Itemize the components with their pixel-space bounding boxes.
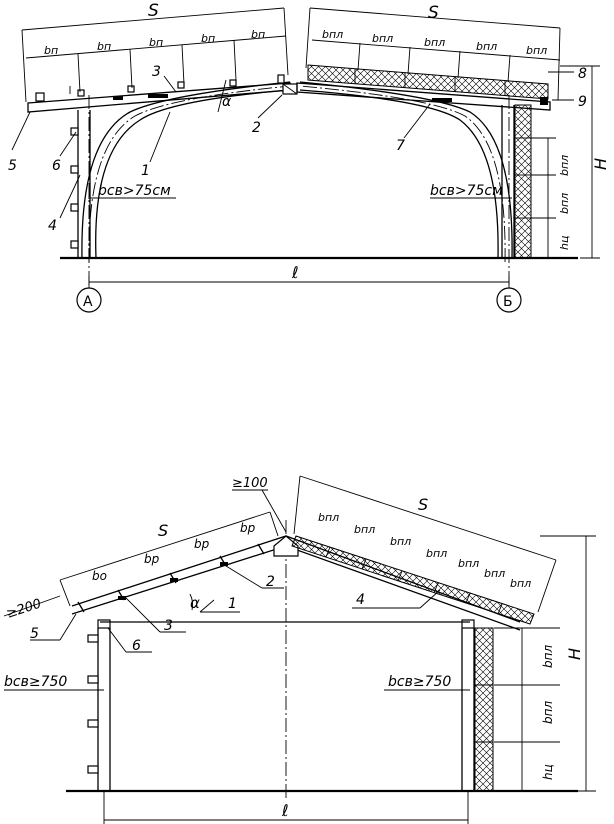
top-right-panel-dimensions: bпл bпл bпл bпл bпл <box>311 28 561 83</box>
top-arched-frame-drawing: S bп bп bп bп bп S bп <box>8 1 610 313</box>
bottom-angle-label: α <box>190 594 200 612</box>
bottom-right-roof-panels <box>291 535 535 625</box>
bottom-left-slope-label: S <box>158 521 168 540</box>
bottom-gable-frame-drawing: S bо bр bр bр S bпл bпл bпл bпл bпл bпл … <box>3 475 596 824</box>
bottom-right-panel-label-7: bпл <box>510 577 531 590</box>
top-ridge-node <box>282 83 298 95</box>
top-right-wall-dimensions: bпл bпл hц H <box>530 65 610 259</box>
top-callout-3: 3 <box>152 64 161 80</box>
top-wall-dim-2: bпл <box>558 193 571 214</box>
bottom-eave-overhang-label: ≥200 <box>5 597 44 622</box>
top-callout-7: 7 <box>396 138 405 154</box>
bottom-callout-4: 4 <box>356 592 365 608</box>
top-wall-dim-1: bпл <box>558 155 571 176</box>
top-right-panel-label-2: bпл <box>372 32 393 45</box>
top-left-column <box>70 110 91 258</box>
bottom-left-panel-label-1: bо <box>92 569 107 583</box>
bottom-wall-dim-1: bпл <box>541 645 555 668</box>
bottom-right-slope-label: S <box>418 495 428 514</box>
bottom-wall-dim-2: bпл <box>541 701 555 724</box>
top-left-panel-label-5: bп <box>251 28 265 41</box>
bottom-truss <box>71 520 521 800</box>
bottom-length-label: ℓ <box>281 801 289 820</box>
top-left-panel-label-3: bп <box>149 36 163 49</box>
bottom-right-panel-label-3: bпл <box>390 535 411 548</box>
top-callout-2: 2 <box>252 120 261 136</box>
top-callout-6: 6 <box>52 158 61 174</box>
top-callout-9: 9 <box>578 94 587 110</box>
bottom-right-wall <box>461 619 494 792</box>
top-left-panel-label-2: bп <box>97 40 111 53</box>
top-axis-label-a: А <box>83 294 93 310</box>
top-height-label: H <box>591 158 610 170</box>
bottom-callout-6: 6 <box>132 638 141 654</box>
top-left-panel-label-1: bп <box>44 44 58 57</box>
bottom-wall-dim-3: hц <box>541 764 555 780</box>
top-callout-5: 5 <box>8 158 17 174</box>
bottom-left-panel-label-4: bр <box>240 521 256 535</box>
top-right-span-label: S <box>428 3 439 23</box>
bottom-callout-5: 5 <box>30 626 39 642</box>
top-right-panel-label-4: bпл <box>476 40 497 53</box>
bottom-eave-overhang-dimension: ≥200 <box>3 595 61 622</box>
bottom-right-panel-label-6: bпл <box>484 567 505 580</box>
top-left-panel-label-4: bп <box>201 32 215 45</box>
bottom-right-panel-label-1: bпл <box>318 511 339 524</box>
top-callout-1: 1 <box>141 163 150 179</box>
top-support-right-label: bсв>75см <box>430 183 503 199</box>
top-right-roof <box>296 64 551 111</box>
top-callout-8: 8 <box>578 66 587 82</box>
top-callouts: 1 2 3 4 5 6 7 8 9 <box>8 64 587 234</box>
top-length-label: ℓ <box>291 263 299 282</box>
top-axis-label-b: Б <box>503 294 513 310</box>
top-angle-label: α <box>222 94 232 110</box>
top-axis-bubble-b: Б <box>496 287 522 313</box>
top-right-span-dimension: S <box>305 3 561 101</box>
bottom-left-column <box>87 619 111 791</box>
bottom-callout-2: 2 <box>266 574 275 590</box>
top-callout-4: 4 <box>48 218 57 234</box>
bottom-ridge-gap-label: ≥100 <box>232 476 268 491</box>
top-left-span-label: S <box>148 1 159 21</box>
top-wall-dim-3: hц <box>558 236 571 250</box>
bottom-left-roof-ribs <box>77 543 265 613</box>
bottom-right-panel-label-5: bпл <box>458 557 479 570</box>
bottom-angle-marker: α <box>189 593 200 612</box>
top-left-panel-dimensions: bп bп bп bп bп <box>25 28 287 93</box>
bottom-left-slope-dimension: S bо bр bр bр <box>59 511 279 607</box>
top-right-panel-label-5: bпл <box>526 44 547 57</box>
top-angle-marker: α <box>217 79 232 113</box>
top-length-dimension: ℓ <box>88 263 510 288</box>
bottom-right-panel-label-4: bпл <box>426 547 447 560</box>
top-support-labels: bсв>75см bсв>75см <box>88 183 512 199</box>
bottom-right-panel-label-2: bпл <box>354 523 375 536</box>
bottom-callouts: 1 2 3 4 5 6 <box>30 565 441 654</box>
bottom-support-left-label: bсв≥750 <box>4 674 67 690</box>
bottom-left-panel-label-2: bр <box>144 552 160 566</box>
top-axis-bubble-a: А <box>76 287 102 313</box>
bottom-callout-1: 1 <box>228 596 237 612</box>
bottom-ridge-gap-dimension: ≥100 <box>232 476 287 533</box>
bottom-support-labels: bсв≥750 bсв≥750 <box>4 674 470 691</box>
top-right-panel-label-3: bпл <box>424 36 445 49</box>
bottom-right-wall-dimensions: bпл bпл hц H <box>494 535 596 792</box>
bottom-length-dimension: ℓ <box>103 791 469 824</box>
top-left-span-dimension: S <box>21 1 289 103</box>
top-right-wall <box>501 104 532 259</box>
bottom-support-right-label: bсв≥750 <box>388 674 451 690</box>
bottom-callout-3: 3 <box>164 618 173 634</box>
bottom-ridge-node <box>273 535 299 557</box>
bottom-left-panel-label-3: bр <box>194 537 210 551</box>
top-support-left-label: bсв>75см <box>98 183 171 199</box>
top-right-panel-label-1: bпл <box>322 28 343 41</box>
bottom-right-slope-dimension: S bпл bпл bпл bпл bпл bпл bпл <box>293 475 557 613</box>
bottom-height-label: H <box>565 648 584 660</box>
